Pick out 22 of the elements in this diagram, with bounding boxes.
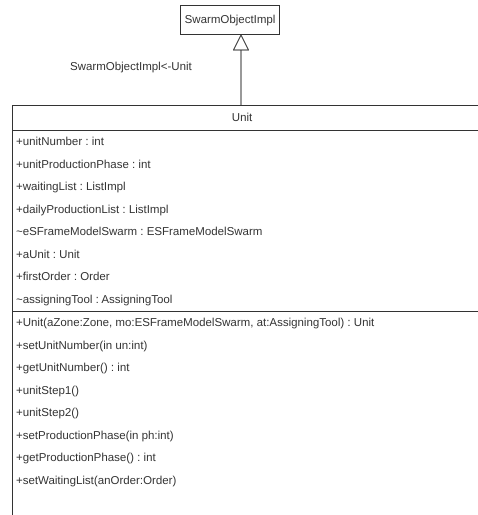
operation-text: +setUnitNumber(in un:int) [15,338,148,354]
attribute-text: +waitingList : ListImpl [15,180,127,195]
attribute-text: +aUnit : Unit [15,248,81,262]
attribute-text: ~assigningTool : AssigningTool [15,292,174,308]
operation-text: +unitStep1() [15,384,80,398]
attribute-text: +unitProductionPhase : int [15,158,152,172]
operation-text: +getUnitNumber() : int [15,361,130,376]
operation-text: +Unit(aZone:Zone, mo:ESFrameModelSwarm, at:AssigningTool) : Unit [15,316,376,331]
edge-label: SwarmObjectImpl<-Unit [70,61,192,73]
operation-text: +getProductionPhase() : int [15,451,157,466]
operation-text: +setWaitingList(anOrder:Order) [15,474,178,488]
class-name: Unit [230,111,254,126]
generalization-arrow [233,34,249,106]
operation-text: +unitStep2() [15,406,80,421]
attribute-text: ~eSFrameModelSwarm : ESFrameModelSwarm [15,225,264,240]
attribute-text: +dailyProductionList : ListImpl [15,202,170,218]
class-box [180,5,280,35]
attribute-text: +firstOrder : Order [15,270,111,285]
attribute-text: +unitNumber : int [15,135,105,150]
operation-text: +setProductionPhase(in ph:int) [15,428,175,444]
class-box [12,105,478,515]
class-name: SwarmObjectImpl [184,13,276,28]
